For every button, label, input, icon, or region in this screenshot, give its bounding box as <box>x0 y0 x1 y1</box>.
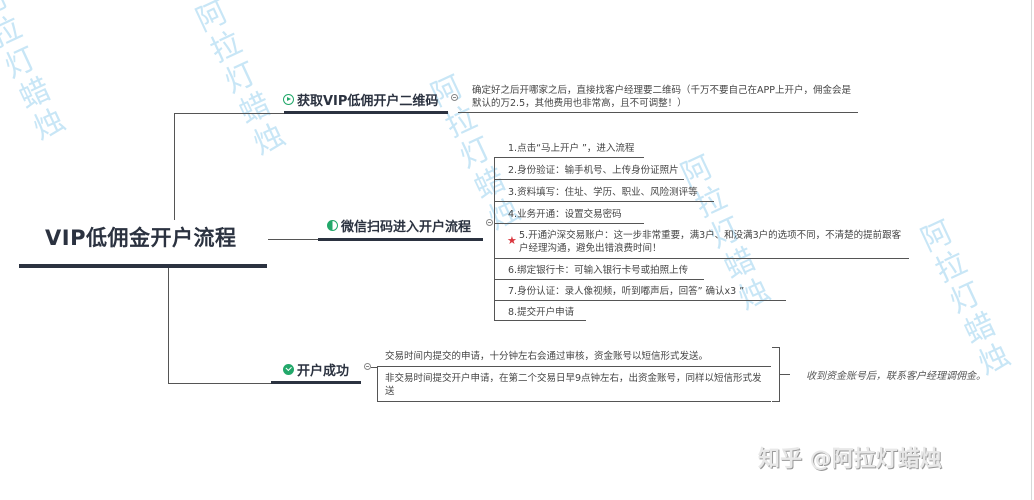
connector <box>168 268 169 383</box>
leaf-underline <box>468 112 858 113</box>
step-underline <box>494 279 704 280</box>
summary-bracket <box>779 347 780 402</box>
summary-bracket <box>772 347 780 348</box>
connector <box>168 383 283 384</box>
collapse-toggle[interactable] <box>364 363 371 370</box>
footer-watermark: 知乎 @阿拉灯蜡烛 <box>758 447 942 472</box>
star-icon: ★ <box>507 234 517 247</box>
step-underline <box>494 157 644 158</box>
half-circle-icon <box>327 220 338 231</box>
connector <box>268 239 318 240</box>
step-item: 3.资料填写：住址、学历、职业、风险测评等 <box>508 187 698 198</box>
step-underline <box>494 320 586 321</box>
result-item: 非交易时间提交开户申请，在第二个交易日早9点钟左右，出资金账号，同样以短信形式发… <box>385 373 762 397</box>
connector <box>494 157 495 320</box>
connector <box>458 112 468 113</box>
root-node-title[interactable]: VIP低佣金开户流程 <box>45 226 237 250</box>
result-underline <box>377 401 771 402</box>
play-circle-icon <box>283 94 294 105</box>
result-underline <box>377 366 771 367</box>
branch-title: 微信扫码进入开户流程 <box>341 220 472 235</box>
step-item: 1.点击“马上开户 ”，进入流程 <box>508 143 635 154</box>
right-border <box>1031 0 1032 500</box>
summary-bracket <box>772 401 780 402</box>
branch-underline <box>284 111 448 114</box>
summary-note: 收到资金账号后，联系客户经理调佣金。 <box>806 371 986 382</box>
watermark-text: 阿拉灯蜡烛 <box>0 0 70 150</box>
branch-wechat-scan[interactable]: 微信扫码进入开户流程 <box>327 216 471 235</box>
collapse-toggle[interactable] <box>451 94 458 101</box>
step-item: 2.身份验证：输手机号、上传身份证照片 <box>508 165 679 176</box>
branch-get-qr-code[interactable]: 获取VIP低佣开户二维码 <box>283 90 438 109</box>
step-underline <box>494 300 786 301</box>
watermark-text: 阿拉灯蜡烛 <box>185 0 290 165</box>
branch-account-opened[interactable]: 开户成功 <box>283 360 349 379</box>
result-item: 交易时间内提交的申请，十分钟左右会通过审核，资金账号以短信形式发送。 <box>385 351 709 362</box>
branch-title: 开户成功 <box>297 364 350 379</box>
watermark-text: 阿拉灯蜡烛 <box>910 215 1015 385</box>
leaf-qr-note: 确定好之后开哪家之后，直接找客户经理要二维码（千万不要自己在APP上开户，佣金会… <box>472 85 851 109</box>
step-underline <box>494 179 684 180</box>
step-item: 8.提交开户申请 <box>508 307 575 318</box>
collapse-toggle[interactable] <box>486 219 493 226</box>
check-circle-icon <box>283 364 294 375</box>
step-underline <box>494 201 714 202</box>
root-underline <box>19 264 267 268</box>
connector <box>371 367 378 368</box>
branch-underline <box>271 381 361 384</box>
step-item: 4.业务开通：设置交易密码 <box>508 209 622 220</box>
step-item: 6.绑定银行卡：可输入银行卡号或拍照上传 <box>508 265 689 276</box>
branch-title: 获取VIP低佣开户二维码 <box>297 94 439 109</box>
connector <box>174 113 284 114</box>
branch-underline <box>318 238 483 241</box>
connector <box>377 367 378 402</box>
step-underline <box>494 258 909 259</box>
summary-bracket <box>780 374 790 375</box>
step-item: 7.身份认证：录人像视频，听到嘟声后，回答” 确认x3 ” <box>508 286 745 297</box>
step-item: 5.开通沪深交易账户：这一步非常重要，满3户、和没满3户的选项不同，不清楚的提前… <box>519 230 902 254</box>
step-underline <box>494 223 644 224</box>
connector <box>174 113 175 220</box>
